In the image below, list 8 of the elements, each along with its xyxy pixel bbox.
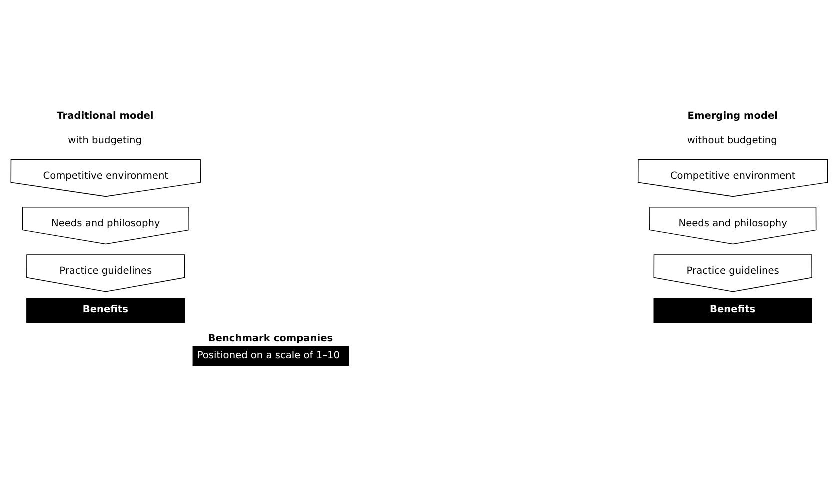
node-box: Positioned on a scale of 1–10 — [192, 346, 350, 366]
label: Traditional model — [57, 111, 154, 122]
node-box: Benefits — [654, 298, 812, 324]
node-label: Benchmark companies — [208, 333, 334, 344]
label: without budgeting — [687, 135, 778, 146]
label: Emerging model — [688, 111, 778, 122]
node-box: Benefits — [26, 298, 186, 324]
label: with budgeting — [68, 135, 142, 146]
